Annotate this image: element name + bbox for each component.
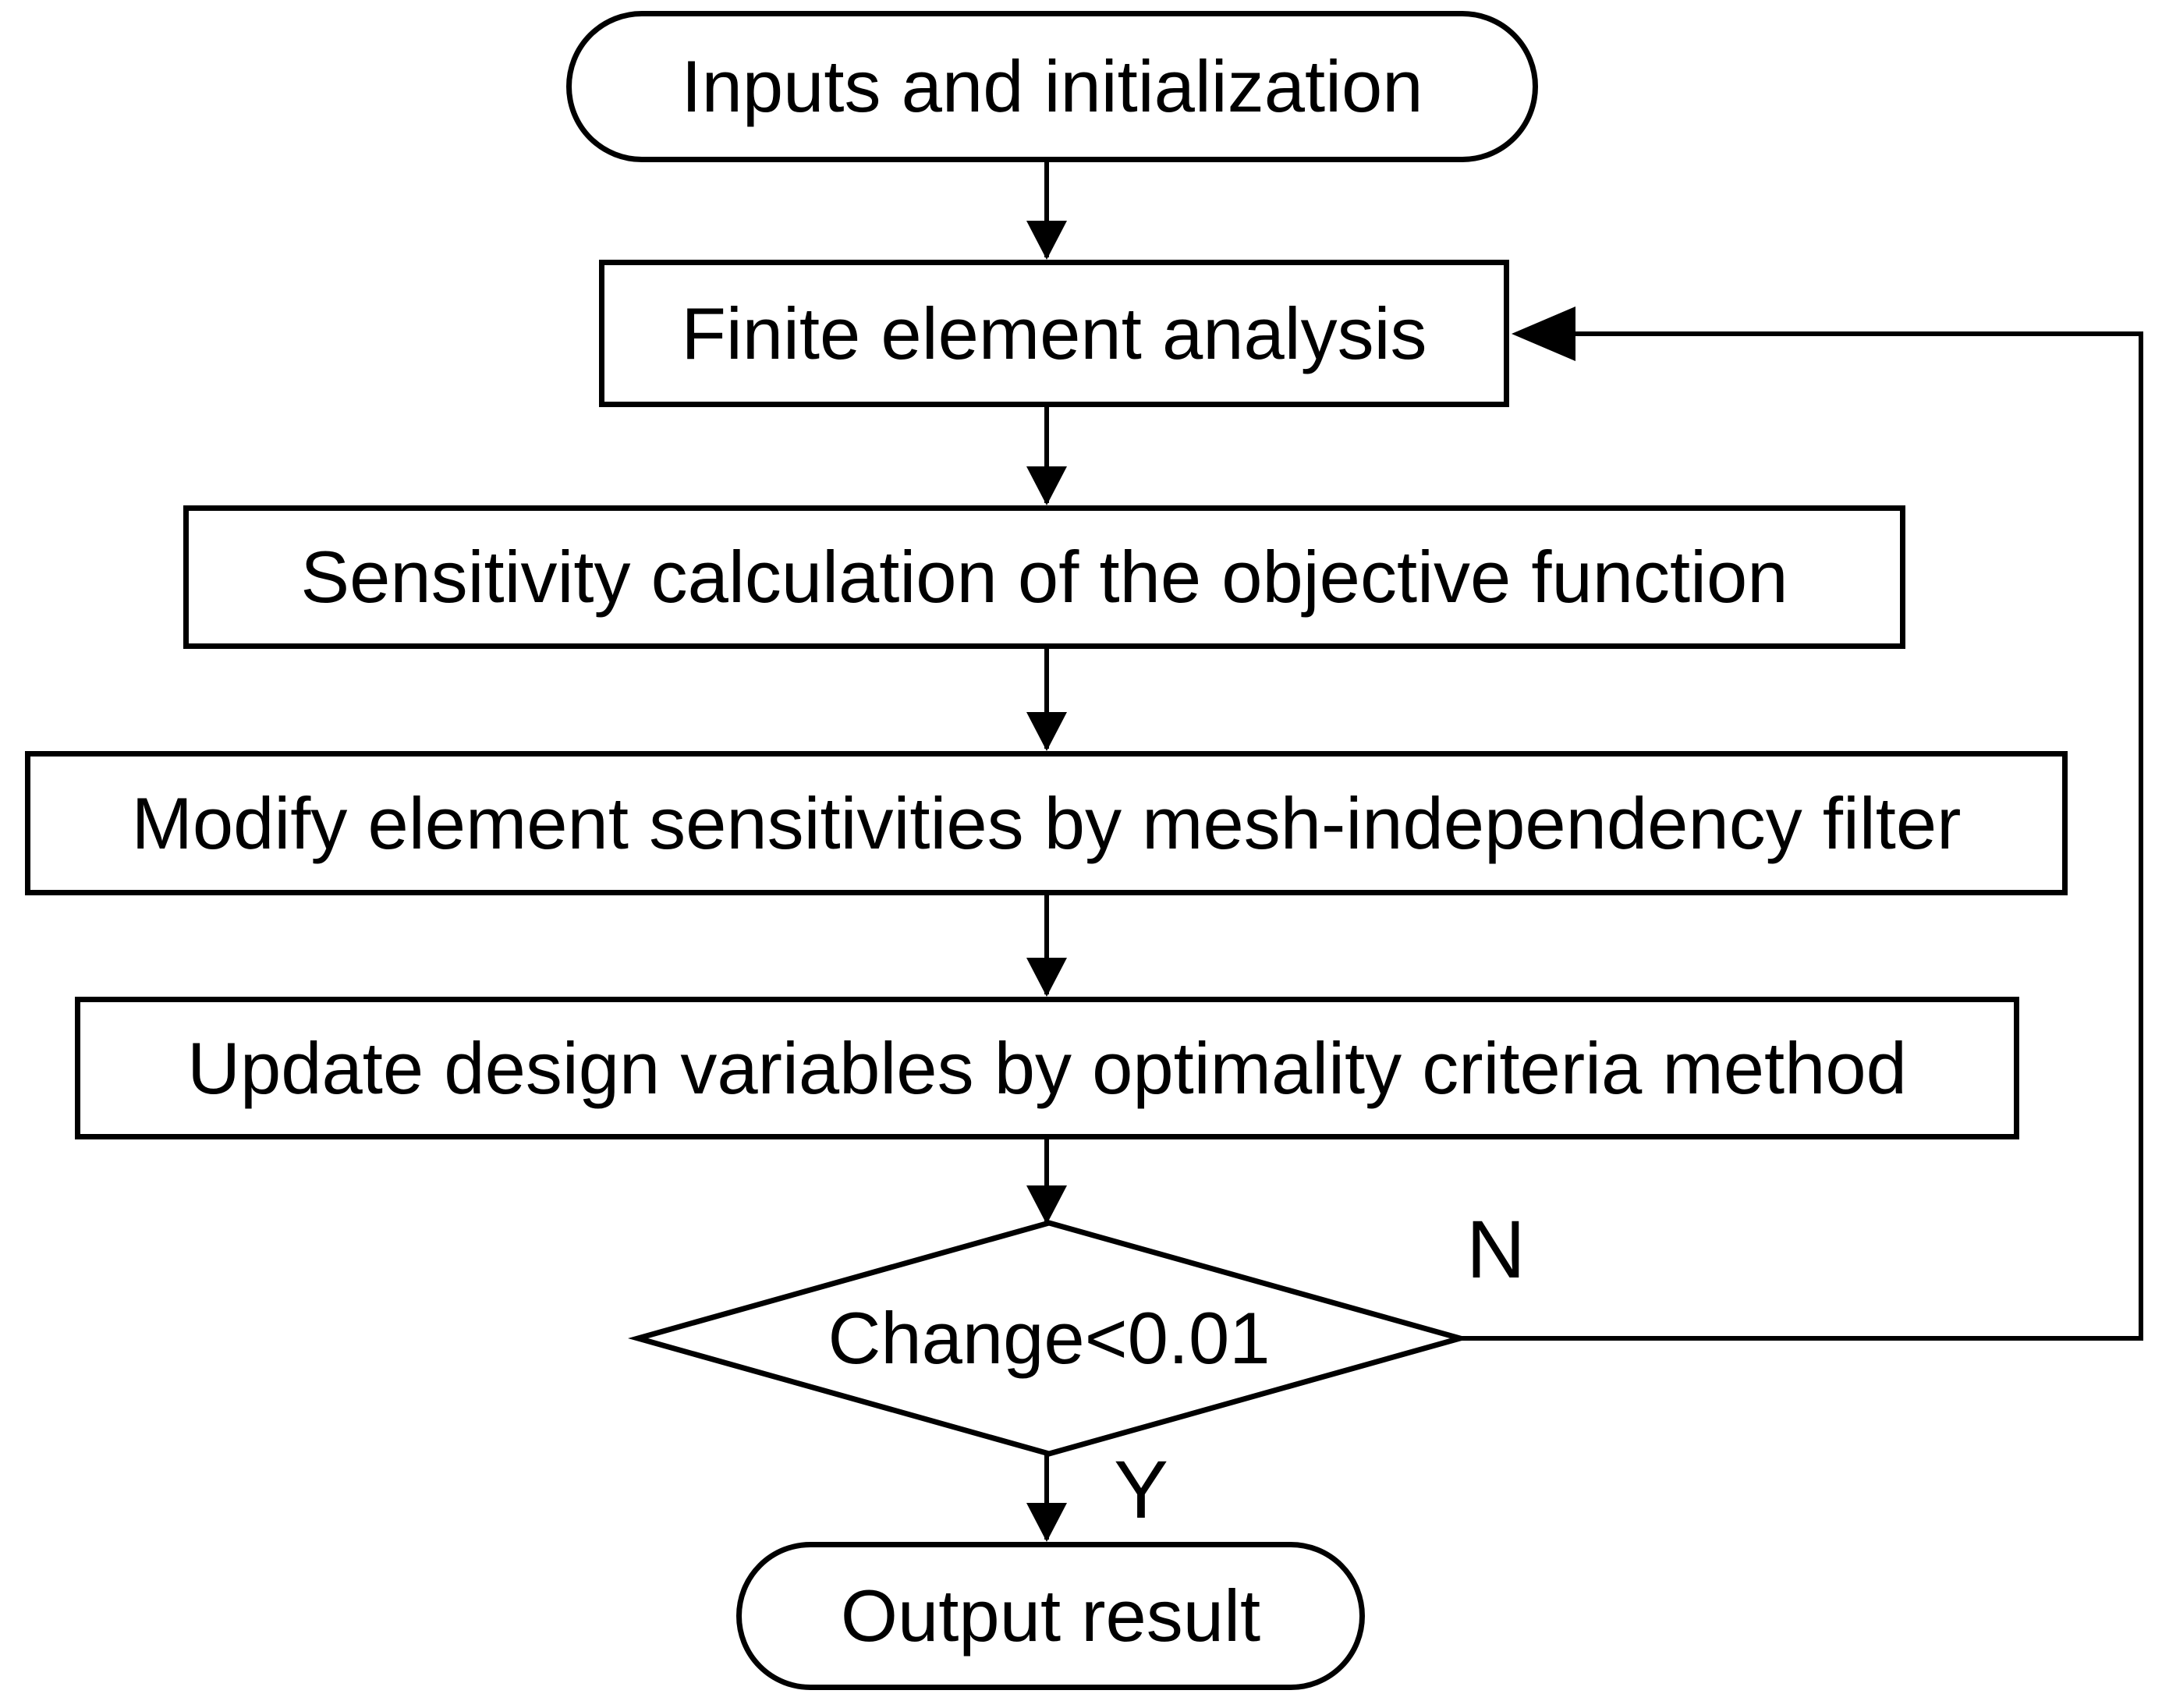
- node-change-decision-label: Change<0.01: [828, 1297, 1271, 1379]
- node-mesh-independency-filter: Modify element sensitivities by mesh-ind…: [25, 751, 2068, 895]
- branch-label-no: N: [1466, 1204, 1526, 1295]
- node-output-result: Output result: [736, 1542, 1365, 1690]
- node-output-result-label: Output result: [840, 1575, 1261, 1657]
- node-finite-element-analysis: Finite element analysis: [599, 260, 1509, 407]
- node-inputs-and-initialization: Inputs and initialization: [566, 11, 1538, 162]
- node-mesh-independency-filter-label: Modify element sensitivities by mesh-ind…: [131, 781, 1962, 864]
- node-update-design-variables-label: Update design variables by optimality cr…: [187, 1026, 1907, 1109]
- arrowhead-fea-to-sensitivity: [1026, 466, 1067, 505]
- arrowhead-decision-to-output: [1026, 1503, 1067, 1542]
- arrowhead-filter-to-update: [1026, 958, 1067, 997]
- node-inputs-and-initialization-label: Inputs and initialization: [681, 45, 1423, 128]
- node-sensitivity-calculation: Sensitivity calculation of the objective…: [183, 505, 1905, 649]
- arrowhead-sensitivity-to-filter: [1026, 712, 1067, 751]
- node-sensitivity-calculation-label: Sensitivity calculation of the objective…: [300, 536, 1788, 618]
- branch-label-yes: Y: [1114, 1444, 1169, 1536]
- connector-no-loop: [1460, 331, 2143, 1341]
- node-change-decision: Change<0.01: [659, 1299, 1439, 1377]
- arrowhead-no-loop-to-fea: [1512, 307, 1575, 361]
- node-update-design-variables: Update design variables by optimality cr…: [75, 997, 2019, 1139]
- decision-diamond: [628, 1220, 1470, 1457]
- node-finite-element-analysis-label: Finite element analysis: [681, 292, 1427, 374]
- arrowhead-start-to-fea: [1026, 221, 1067, 260]
- arrowhead-update-to-decision: [1026, 1185, 1067, 1224]
